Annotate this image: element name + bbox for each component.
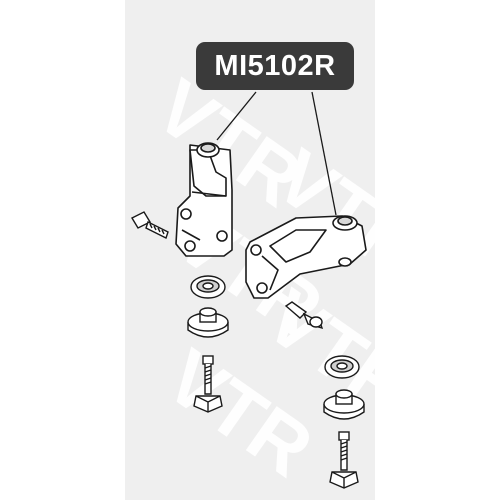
bolt-hole <box>250 244 262 256</box>
leader-line-left <box>216 91 257 141</box>
right-rubber-bushing <box>323 389 365 420</box>
small-bolt-right <box>284 301 324 330</box>
right-long-bolt <box>329 431 359 489</box>
left-washer <box>190 275 226 299</box>
bolt-hole <box>180 208 192 220</box>
part-number-badge: MI5102R <box>196 42 354 90</box>
bolt-hole <box>256 282 268 294</box>
left-engine-mount <box>175 142 233 257</box>
small-bolt-left <box>131 211 169 239</box>
leader-line-right <box>311 91 337 216</box>
bolt-hole <box>184 240 196 252</box>
leader-lines <box>216 91 337 216</box>
bolt-hole <box>216 230 228 242</box>
bushing-stud <box>338 257 352 267</box>
right-engine-mount <box>245 215 367 299</box>
right-washer <box>324 355 360 379</box>
left-long-bolt <box>193 355 223 413</box>
part-number-label: MI5102R <box>214 49 336 82</box>
left-rubber-bushing <box>187 307 229 338</box>
